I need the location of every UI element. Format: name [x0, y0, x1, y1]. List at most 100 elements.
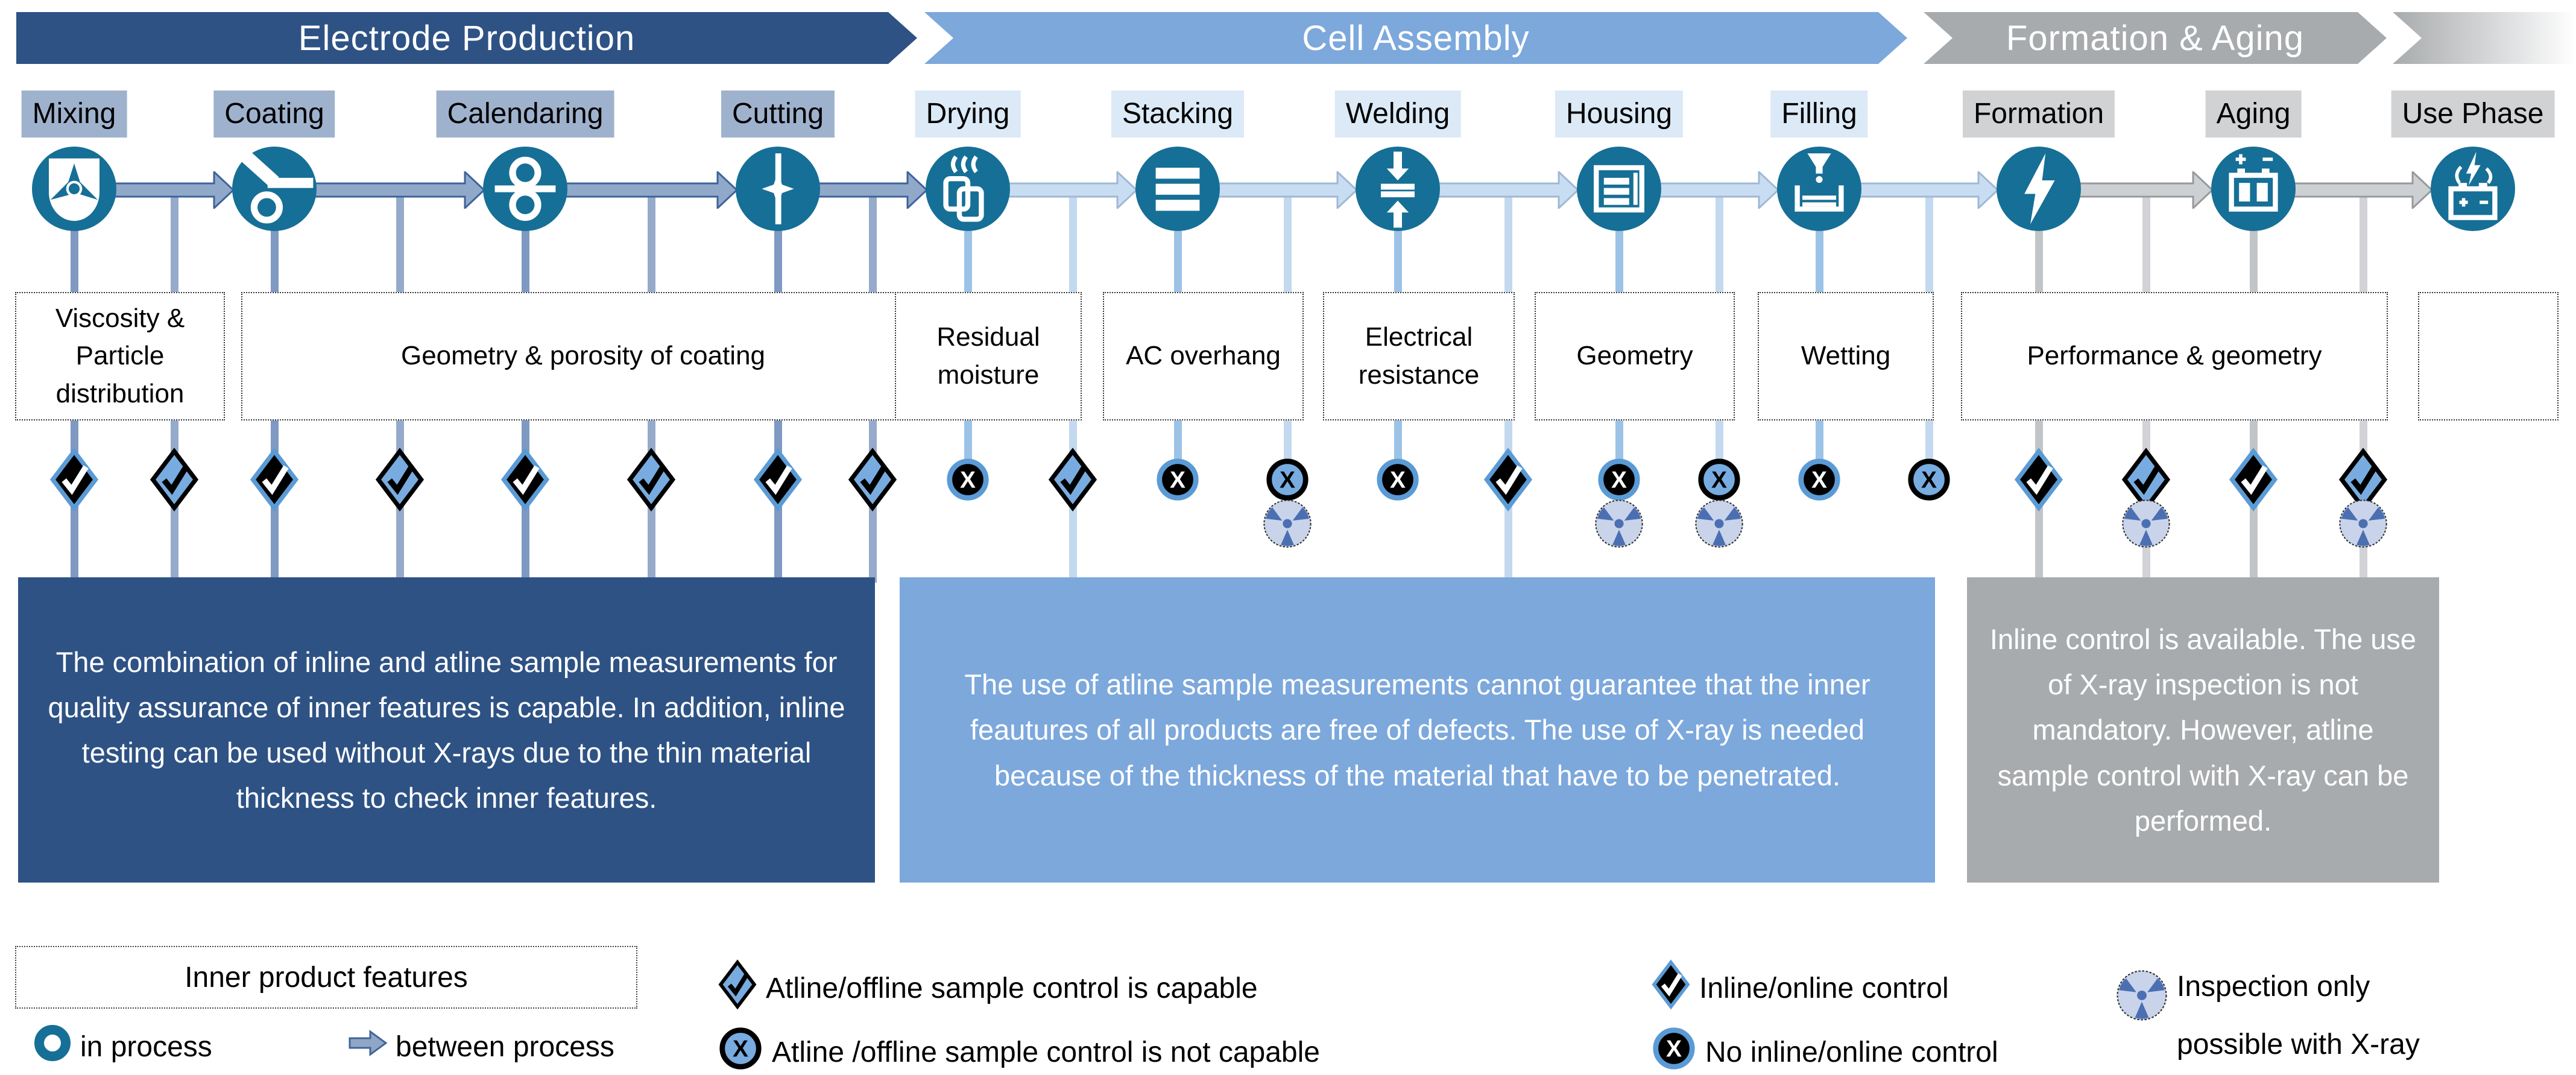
inline-check-symbol [753, 446, 803, 513]
svg-text:X: X [1280, 467, 1295, 493]
note-formation: Inline control is available. The use of … [1967, 577, 2439, 883]
legend-item-between-process: between process [349, 1020, 614, 1074]
note-text: The use of atline sample measurements ca… [964, 668, 1870, 791]
svg-text:X: X [1666, 1036, 1682, 1062]
legend-no-inline-control-label: No inline/online control [1705, 1036, 1998, 1068]
atline-check-symbol [2121, 446, 2171, 513]
svg-text:X: X [960, 467, 976, 493]
step-label-filling: Filling [1770, 90, 1868, 138]
housing-icon [1577, 147, 1661, 231]
inline-check-symbol [2013, 446, 2064, 513]
measurement-label: Electrical resistance [1358, 322, 1480, 390]
no-inline-symbol: X [945, 457, 991, 503]
step-label-text: Calendaring [447, 98, 604, 130]
step-label-cutting: Cutting [721, 90, 835, 138]
step-label-text: Use Phase [2402, 98, 2544, 130]
mixing-icon [32, 147, 116, 231]
svg-text:X: X [733, 1036, 748, 1062]
process-arrow [1858, 170, 2000, 212]
note-text: Inline control is available. The use of … [1989, 623, 2417, 837]
cutting-icon [736, 147, 820, 231]
step-label-formation: Formation [1962, 90, 2115, 138]
note-electrode: The combination of inline and atline sam… [18, 577, 875, 883]
phase-banner-fade-arrow [2393, 12, 2576, 64]
inline-control-icon [1651, 958, 1691, 1018]
step-label-calendaring: Calendaring [436, 90, 614, 138]
legend-item-atline-not-capable: X Atline /offline sample control is not … [718, 1022, 1320, 1075]
step-label-text: Cutting [731, 98, 824, 130]
note-cell: The use of atline sample measurements ca… [900, 577, 1935, 883]
no-inline-symbol: X [1596, 457, 1642, 503]
step-label-mixing: Mixing [21, 90, 127, 138]
aging-icon [2211, 147, 2296, 231]
phase-banner-cell-assembly: Cell Assembly [924, 12, 1907, 64]
legend-inner-product-features-title: Inner product features [185, 961, 468, 994]
legend-inline-control-label: Inline/online control [1699, 972, 1949, 1004]
svg-text:X: X [1711, 467, 1727, 493]
stacking-icon [1135, 147, 1220, 231]
process-arrow [2292, 170, 2434, 212]
between-process-arrow-icon [349, 1029, 388, 1064]
coating-icon [232, 147, 317, 231]
step-label-aging: Aging [2205, 90, 2302, 138]
step-label-text: Drying [926, 98, 1010, 130]
no-inline-symbol: X [1375, 457, 1421, 503]
calendaring-icon [483, 147, 567, 231]
legend-between-process-label: between process [396, 1030, 614, 1063]
atline-check-symbol [626, 446, 677, 513]
use-phase-icon [2431, 147, 2515, 231]
no-inline-symbol: X [1796, 457, 1842, 503]
phase-banner-label: Formation & Aging [2006, 18, 2305, 58]
measurement-box-residual-moisture: Residual moisture [895, 292, 1082, 420]
xray-symbol [1694, 498, 1744, 549]
no-inline-symbol: X [1155, 457, 1201, 503]
measurement-box-performance-geometry: Performance & geometry [1961, 292, 2388, 420]
step-label-text: Formation [1973, 98, 2104, 130]
svg-text:X: X [1611, 467, 1627, 493]
step-label-use-phase: Use Phase [2391, 90, 2555, 138]
legend-item-inline-control: Inline/online control [1651, 958, 1949, 1018]
measurement-box-ac-overhang: AC overhang [1103, 292, 1304, 420]
measurement-box-geometry-porosity-of-coating: Geometry & porosity of coating [241, 292, 925, 420]
process-arrow [564, 170, 739, 212]
measurement-box-empty [2418, 292, 2559, 420]
step-label-stacking: Stacking [1111, 90, 1245, 138]
atline-not-capable-symbol: X [1264, 457, 1310, 503]
phase-banner-label: Cell Assembly [1302, 18, 1530, 58]
drying-icon [926, 147, 1010, 231]
atline-check-symbol [374, 446, 425, 513]
process-arrow [113, 170, 235, 212]
step-label-coating: Coating [213, 90, 335, 138]
legend-item-no-inline-control: X No inline/online control [1651, 1022, 1998, 1075]
step-label-text: Filling [1781, 98, 1857, 130]
filling-icon [1777, 147, 1861, 231]
svg-text:X: X [1811, 467, 1827, 493]
measurement-label: Residual moisture [936, 322, 1040, 390]
xray-symbol [1594, 498, 1644, 549]
formation-icon [1997, 147, 2081, 231]
process-arrow [313, 170, 486, 212]
process-arrow [1006, 170, 1138, 212]
step-label-welding: Welding [1334, 90, 1461, 138]
process-arrow [1216, 170, 1359, 212]
measurement-label: Wetting [1801, 341, 1891, 371]
measurement-label: Geometry & porosity of coating [400, 341, 766, 371]
in-process-icon [33, 1024, 72, 1070]
process-arrow [2077, 170, 2214, 212]
legend-item-xray-only: Inspection only possible with X-ray [2115, 958, 2420, 1073]
atline-not-capable-symbol: X [1906, 457, 1952, 503]
inline-check-symbol [500, 446, 551, 513]
atline-not-capable-icon: X [718, 1026, 763, 1075]
step-label-text: Mixing [32, 98, 116, 130]
step-label-text: Housing [1565, 98, 1673, 130]
inline-check-symbol [49, 446, 99, 513]
legend-inner-product-features-box: Inner product features [15, 946, 637, 1009]
atline-check-symbol [847, 446, 898, 513]
legend-item-atline-capable: Atline/offline sample control is capable [718, 958, 1258, 1018]
measurement-label: AC overhang [1126, 341, 1281, 371]
legend-xray-only-label: Inspection only possible with X-ray [2177, 971, 2420, 1061]
step-label-drying: Drying [915, 90, 1021, 138]
no-inline-control-icon: X [1651, 1026, 1697, 1075]
step-label-housing: Housing [1555, 90, 1684, 138]
legend-atline-capable-label: Atline/offline sample control is capable [766, 972, 1258, 1004]
